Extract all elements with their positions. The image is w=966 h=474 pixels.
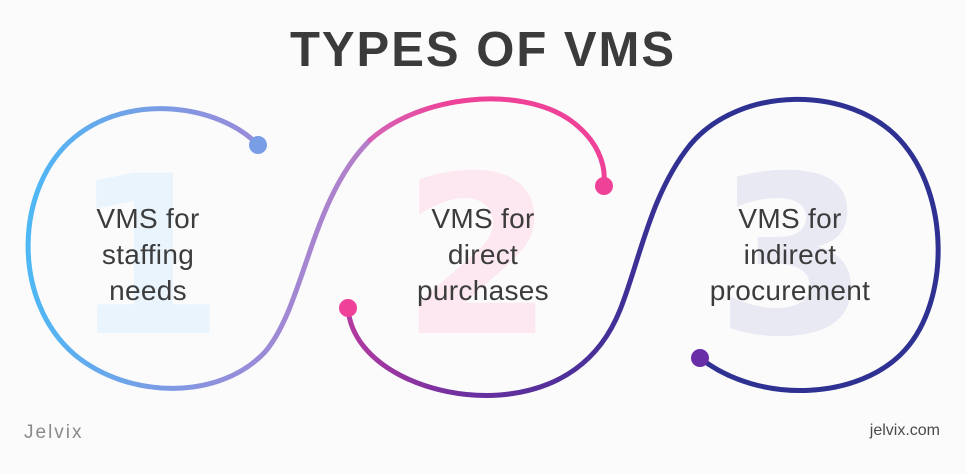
diagram-title: TYPES OF VMS bbox=[289, 23, 677, 77]
website-url: jelvix.com bbox=[869, 422, 940, 439]
item-1-label: VMS for staffing needs bbox=[58, 201, 238, 309]
loop-2-start-dot bbox=[339, 299, 357, 317]
item-2-label: VMS for direct purchases bbox=[383, 201, 583, 309]
item-2-line-2: direct bbox=[447, 239, 519, 270]
item-3-line-3: procurement bbox=[709, 275, 871, 306]
item-3-label: VMS for indirect procurement bbox=[680, 201, 900, 309]
loop-3-path bbox=[687, 96, 941, 393]
number-2-watermark: 2 bbox=[401, 129, 554, 385]
loop-1-path bbox=[25, 106, 373, 391]
item-1-line-2: staffing bbox=[101, 239, 195, 270]
item-2-line-3: purchases bbox=[417, 275, 549, 306]
item-3-line-1: VMS for bbox=[738, 203, 842, 234]
item-1-line-3: needs bbox=[109, 275, 187, 306]
number-3-watermark: 3 bbox=[715, 129, 868, 385]
loop-1-end-dot bbox=[249, 136, 267, 154]
item-1-line-1: VMS for bbox=[96, 203, 200, 234]
brand-logo: Jelvix bbox=[24, 422, 84, 443]
item-3-line-2: indirect bbox=[743, 239, 837, 270]
item-2-line-1: VMS for bbox=[431, 203, 535, 234]
loop-2-top-path bbox=[367, 96, 607, 187]
number-1-watermark: 1 bbox=[71, 129, 224, 385]
loop-3-end-dot bbox=[691, 349, 709, 367]
loop-2-end-dot bbox=[595, 177, 613, 195]
loop-2-bottom-path bbox=[345, 142, 693, 398]
